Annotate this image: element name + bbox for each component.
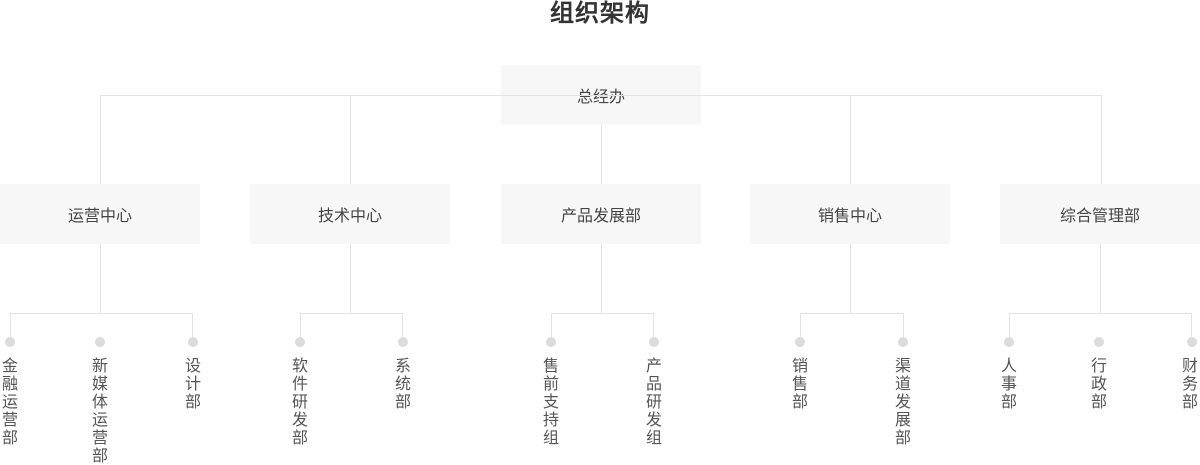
team-drop-line [800,313,801,342]
team-drop-line [1009,313,1010,342]
department-node: 综合管理部 [1000,184,1200,244]
department-node: 销售中心 [750,184,950,244]
branch-horizontal-line [1009,313,1192,314]
team-dot [188,337,198,347]
department-node: 运营中心 [0,184,200,244]
team-drop-line [903,313,904,342]
team-dot [1094,337,1104,347]
branch-horizontal-line [800,313,904,314]
team-dot [5,337,15,347]
team-label: 行政部 [1090,356,1107,411]
drop-line-5 [1101,95,1102,184]
team-dot [898,337,908,347]
drop-line-4 [850,95,851,184]
team-drop-line [300,313,301,342]
team-label: 销售部 [791,356,808,411]
team-dot [1187,337,1197,347]
team-label: 售前支持组 [542,356,559,447]
team-label: 软件研发部 [291,356,308,447]
team-dot [1004,337,1014,347]
root-horizontal-line [100,95,1101,96]
team-dot [95,337,105,347]
department-node: 产品发展部 [501,184,701,244]
team-dot [649,337,659,347]
team-label: 渠道发展部 [894,356,911,447]
branch-stem-line [100,244,101,314]
department-node: 技术中心 [250,184,450,244]
team-drop-line [551,313,552,342]
team-drop-line [192,313,193,342]
branch-horizontal-line [551,313,654,314]
branch-stem-line [850,244,851,314]
drop-line-1 [100,95,101,184]
team-drop-line [402,313,403,342]
branch-stem-line [1100,244,1101,314]
chart-title: 组织架构 [550,0,650,27]
team-label: 财务部 [1181,356,1198,411]
team-label: 产品研发组 [645,356,662,447]
team-drop-line [653,313,654,342]
team-drop-line [1191,313,1192,342]
team-dot [795,337,805,347]
team-label: 设计部 [184,356,201,411]
branch-stem-line [601,244,602,314]
team-dot [546,337,556,347]
team-label: 系统部 [394,356,411,411]
branch-stem-line [350,244,351,314]
team-dot [295,337,305,347]
team-dot [398,337,408,347]
team-label: 金融运营部 [1,356,18,447]
team-label: 人事部 [1000,356,1017,411]
branch-horizontal-line [300,313,403,314]
root-down-line [601,125,602,184]
team-drop-line [10,313,11,342]
branch-horizontal-line [10,313,193,314]
drop-line-2 [350,95,351,184]
team-label: 新媒体运营部 [91,356,108,465]
